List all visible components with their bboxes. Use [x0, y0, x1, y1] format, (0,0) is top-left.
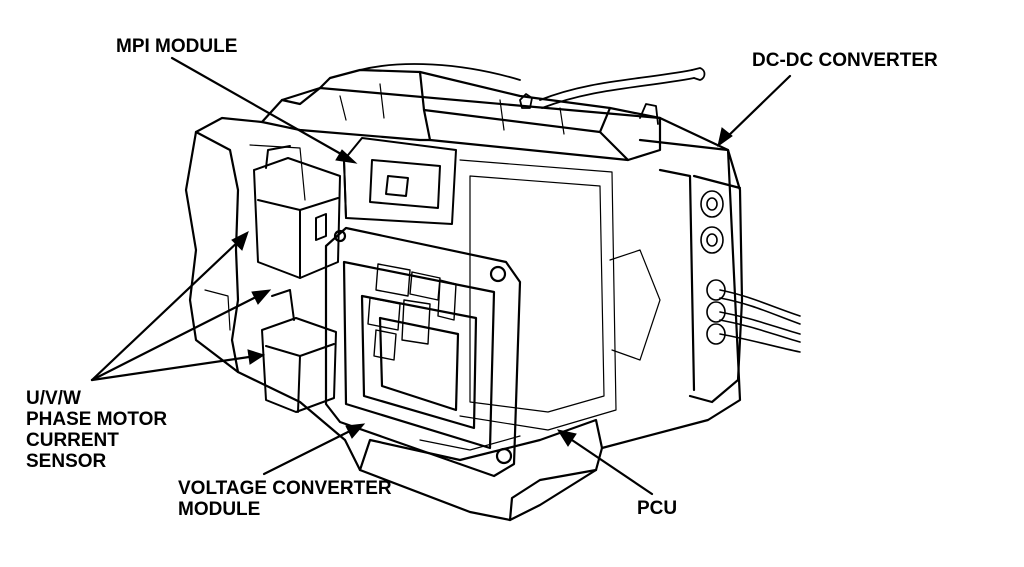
voltage-converter-plate	[324, 226, 522, 478]
vcm-label-line-1: VOLTAGE CONVERTER	[178, 478, 392, 499]
mpi-module-label: MPI MODULE	[116, 36, 238, 57]
dcdc-converter-label: DC-DC CONVERTER	[752, 50, 938, 71]
voltage-converter-label: VOLTAGE CONVERTER MODULE	[178, 478, 392, 520]
dcdc-fittings	[700, 190, 801, 353]
current-sensor-lower	[261, 289, 337, 413]
uvw-sensor-leader-2	[90, 289, 272, 382]
top-cable-bundle	[359, 63, 706, 125]
pcu-label: PCU	[637, 498, 678, 519]
dcdc-converter-leader	[717, 74, 792, 148]
uvw-label-line-1: U/V/W	[26, 388, 81, 409]
pcu-housing	[184, 68, 742, 522]
pcu-housing-inner	[204, 83, 661, 451]
uvw-sensor-leader-1	[90, 231, 249, 382]
voltage-converter-leader	[262, 423, 366, 476]
mpi-module-board	[343, 137, 457, 225]
uvw-sensor-leader-3	[90, 349, 266, 382]
dcdc-converter-block	[638, 138, 744, 404]
vcm-label-line-2: MODULE	[178, 499, 261, 520]
uvw-label-line-4: SENSOR	[26, 451, 107, 472]
voltage-converter-connectors	[367, 263, 457, 361]
uvw-label-line-2: PHASE MOTOR	[26, 409, 168, 430]
pcu-leader	[556, 429, 654, 496]
mpi-module-leader	[170, 56, 358, 164]
uvw-label-line-3: CURRENT	[26, 430, 119, 451]
uvw-current-sensor-label: U/V/W PHASE MOTOR CURRENT SENSOR	[26, 388, 167, 472]
current-sensor-upper	[253, 145, 341, 279]
